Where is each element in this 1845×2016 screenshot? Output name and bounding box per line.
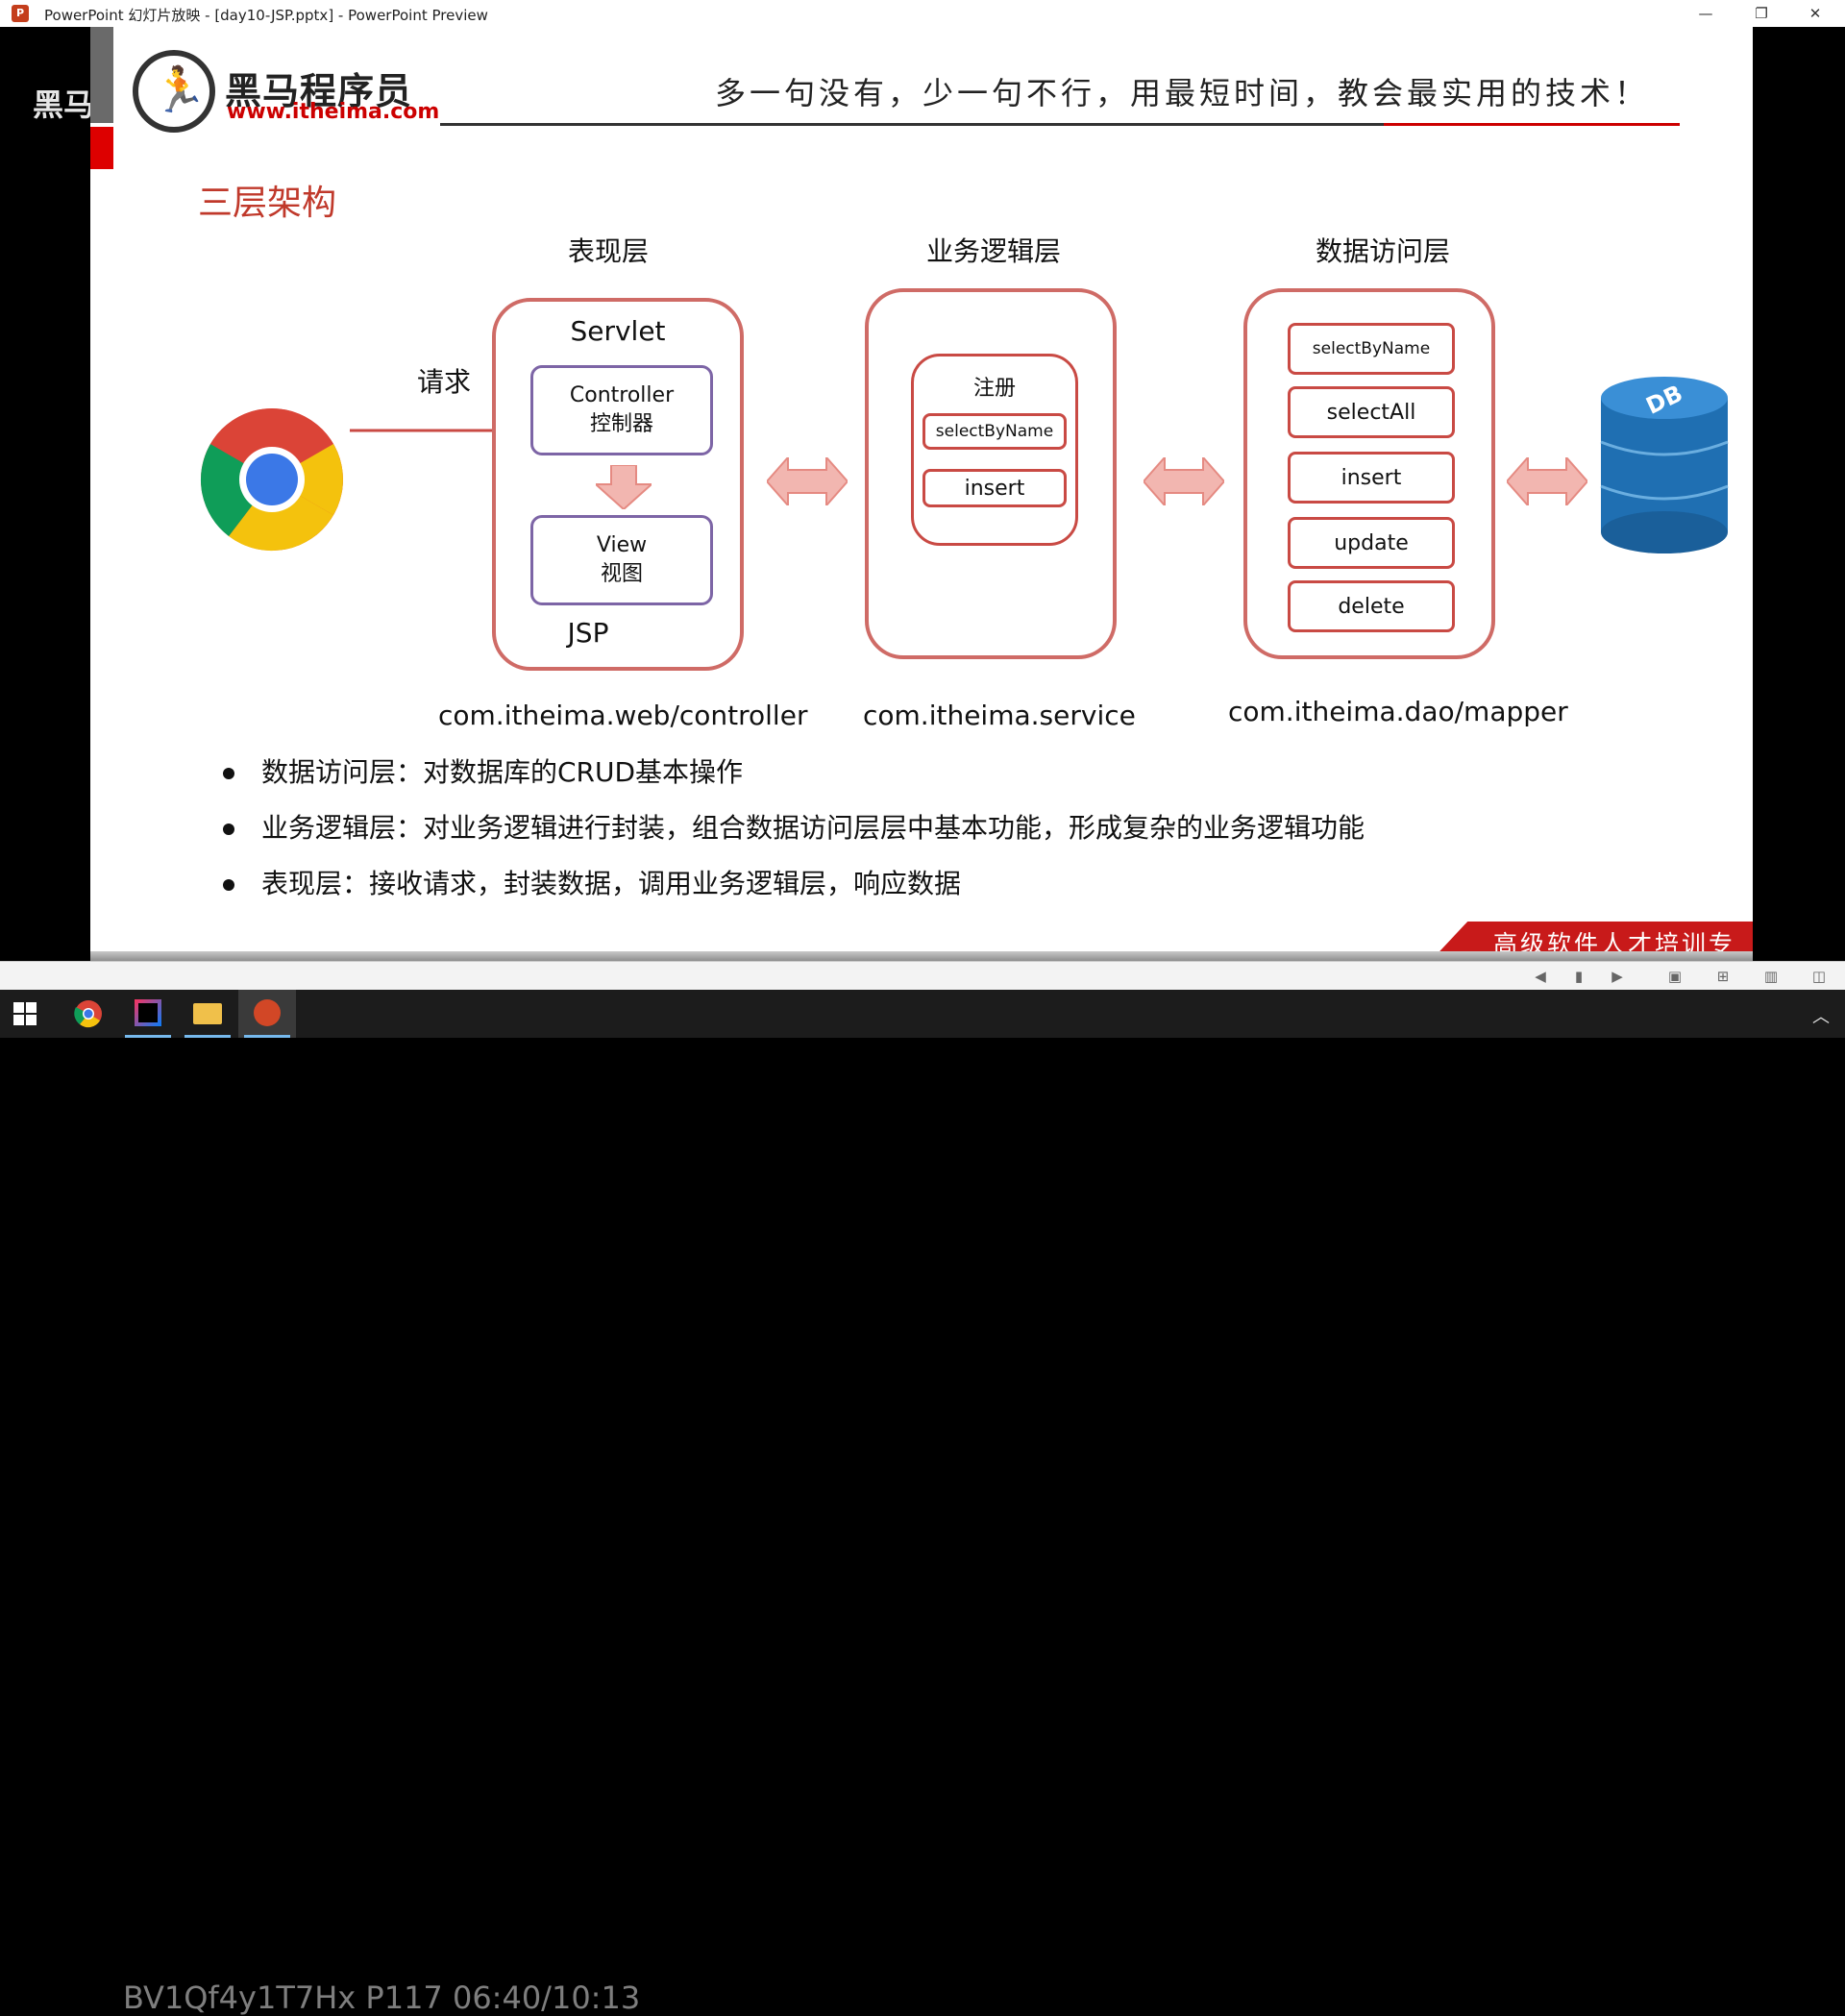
controller-en-label: Controller — [569, 383, 675, 407]
logo-icon: 🏃 — [133, 50, 215, 133]
register-group-box — [911, 354, 1078, 546]
dao-item: delete — [1288, 580, 1455, 632]
view-box: View 视图 — [530, 515, 713, 605]
tray-chevron-icon[interactable]: ︿ — [1812, 1007, 1830, 1027]
taskbar-explorer-icon[interactable] — [179, 990, 236, 1038]
slideshow-stage: 黑马 🏃 黑马程序员 www.itheima.com 多一句没有，少一句不行，用… — [0, 27, 1845, 961]
register-label: 注册 — [972, 377, 1016, 401]
bullet-item: 表现层：接收请求，封装数据，调用业务逻辑层，响应数据 — [215, 865, 1365, 921]
down-arrow-icon — [596, 465, 652, 509]
header-grey-strip — [90, 27, 113, 123]
bullet-item: 数据访问层：对数据库的CRUD基本操作 — [215, 753, 1365, 809]
next-slide-icon[interactable]: ▶ — [1611, 968, 1623, 985]
bullet-list: 数据访问层：对数据库的CRUD基本操作 业务逻辑层：对业务逻辑进行封装，组合数据… — [215, 753, 1365, 921]
dao-item: update — [1288, 517, 1455, 569]
service-item: selectByName — [922, 413, 1067, 450]
business-package: com.itheima.service — [863, 700, 1136, 731]
window-titlebar: P PowerPoint 幻灯片放映 - [day10-JSP.pptx] - … — [0, 0, 1845, 28]
slogan-underline — [440, 123, 1680, 126]
data-access-layer-heading: 数据访问层 — [1315, 235, 1450, 267]
reading-view-icon[interactable]: ▥ — [1763, 968, 1779, 985]
windows-start-icon[interactable] — [13, 1002, 37, 1025]
logo-name: 黑马程序员 — [225, 70, 413, 112]
bidirectional-arrow-icon — [1144, 457, 1224, 505]
dao-item: selectByName — [1288, 323, 1455, 375]
view-en-label: View — [596, 533, 648, 557]
slide-bottom-bar — [90, 951, 1753, 961]
controller-cn-label: 控制器 — [589, 412, 653, 436]
slide-sorter-icon[interactable]: ⊞ — [1716, 968, 1730, 985]
slide[interactable]: 🏃 黑马程序员 www.itheima.com 多一句没有，少一句不行，用最短时… — [90, 27, 1753, 961]
taskbar-chrome-icon[interactable] — [60, 990, 117, 1038]
data-access-package: com.itheima.dao/mapper — [1228, 696, 1568, 727]
request-label: 请求 — [417, 366, 472, 398]
chrome-browser-icon — [200, 408, 343, 552]
presentation-package: com.itheima.web/controller — [438, 700, 808, 731]
business-layer-heading: 业务逻辑层 — [925, 235, 1061, 267]
slogan-underline-accent — [1384, 123, 1680, 126]
bidirectional-arrow-icon — [767, 457, 848, 505]
servlet-label: Servlet — [570, 315, 666, 347]
video-watermark: BV1Qf4y1T7Hx P117 06:40/10:13 — [123, 1979, 641, 2016]
window-title: PowerPoint 幻灯片放映 - [day10-JSP.pptx] - Po… — [44, 7, 488, 24]
taskbar-powerpoint-icon[interactable] — [238, 990, 296, 1038]
normal-view-icon[interactable]: ▣ — [1667, 968, 1683, 985]
dao-item: insert — [1288, 452, 1455, 504]
bullet-item: 业务逻辑层：对业务逻辑进行封装，组合数据访问层层中基本功能，形成复杂的业务逻辑功… — [215, 809, 1365, 865]
jsp-label: JSP — [567, 617, 609, 649]
slideshow-controls-bar: ◀ ▮ ▶ ▣ ⊞ ▥ ◫ — [0, 961, 1845, 991]
controller-box: Controller 控制器 — [530, 365, 713, 455]
slideshow-view-icon[interactable]: ◫ — [1811, 968, 1827, 985]
slide-title: 三层架构 — [198, 184, 337, 223]
logo-url: www.itheima.com — [227, 100, 440, 124]
presentation-layer-heading: 表现层 — [567, 235, 649, 267]
restore-button[interactable]: ❐ — [1755, 5, 1768, 22]
powerpoint-app-icon: P — [12, 5, 29, 22]
slogan: 多一句没有，少一句不行，用最短时间，教会最实用的技术！ — [715, 75, 1650, 111]
close-button[interactable]: ✕ — [1808, 5, 1822, 22]
corner-overlay-text: 黑马 — [33, 86, 95, 123]
pause-icon[interactable]: ▮ — [1574, 968, 1584, 985]
service-item: insert — [922, 469, 1067, 507]
runner-icon: 🏃 — [152, 63, 208, 115]
dao-item: selectAll — [1288, 386, 1455, 438]
minimize-button[interactable]: — — [1698, 5, 1713, 22]
windows-taskbar: BV1Qf4y1T7Hx P117 06:40/10:13 ︿ — [0, 990, 1845, 2016]
view-cn-label: 视图 — [600, 562, 643, 586]
taskbar-intellij-icon[interactable] — [119, 990, 177, 1038]
database-icon: DB — [1600, 377, 1729, 553]
bidirectional-arrow-icon — [1507, 457, 1587, 505]
header-red-strip — [90, 127, 113, 169]
previous-slide-icon[interactable]: ◀ — [1535, 968, 1546, 985]
